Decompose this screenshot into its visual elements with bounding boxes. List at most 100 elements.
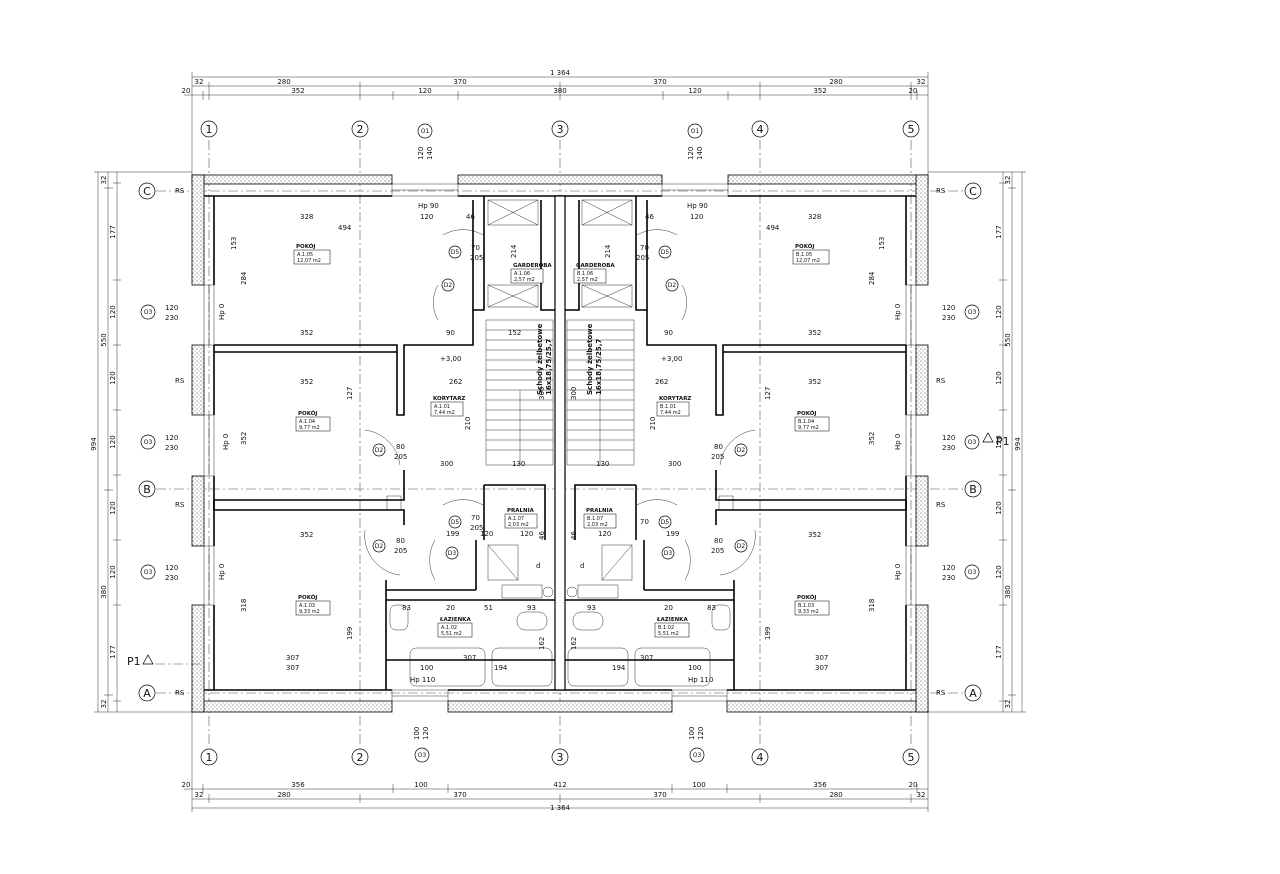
dim: 46 [538,531,546,540]
room-code: B.1.06 [577,271,593,277]
room-name: ŁAZIENKA [656,617,688,623]
axis-label-3: 3 [557,123,564,136]
room-name: PRALNIA [586,508,614,514]
dim: 130 [596,460,609,468]
room-area: 7,44 m2 [660,410,681,416]
axis-label-4: 4 [757,751,764,764]
sill-height-label: Hp 0 [222,434,230,450]
section-label: P1 [996,435,1010,448]
dim: 80 [714,537,723,545]
dim: 177 [995,225,1003,238]
dim: 140 [426,147,434,160]
room-area: 2,57 m2 [577,277,598,283]
axis-label-b: B [143,483,151,496]
room-area: 12,07 m2 [796,258,820,264]
axis-markers-bottom: 1 2 3 4 5 [200,748,920,766]
dim: 230 [942,314,955,322]
dim: 70 [640,518,649,526]
axis-label-a: A [969,687,977,700]
axis-label-c: C [969,185,977,198]
door-tag: D2 [737,447,746,454]
dim: 120 [690,213,703,221]
window-tag: O3 [144,569,153,576]
window-tag: O1 [691,128,700,135]
dim: 100 [414,781,427,789]
room-area: 5,51 m2 [658,631,679,637]
room-area: 5,51 m2 [441,631,462,637]
room-area: 2,57 m2 [514,277,535,283]
dim: 127 [764,387,772,400]
dim: 280 [277,78,290,86]
dim: 20 [182,87,191,95]
stair-steps-right [567,329,634,451]
dim: 93 [587,604,596,612]
room-code: A.1.01 [434,404,450,410]
room-area: 9,33 m2 [299,609,320,615]
dim: 412 [553,781,566,789]
rs-label: RS [175,689,185,697]
dim: 494 [338,224,352,232]
room-area: 2,03 m2 [587,522,608,528]
dim: 32 [100,176,108,185]
dim: 70 [471,514,480,522]
stairs-title-left: Schody żelbetowe [536,323,544,395]
room-area: 9,33 m2 [798,609,819,615]
window-tags: O1 120 140 O1 120 140 O3 100 120 O3 100 … [140,123,980,763]
sill-height-label: Hp 110 [688,676,713,684]
sill-height-label: Hp 0 [894,434,902,450]
door-tag: D5 [661,519,670,526]
dim: 120 [995,565,1003,578]
dim: 494 [766,224,780,232]
room-area: 9,77 m2 [299,425,320,431]
dim: 162 [538,637,546,650]
axis-label-c: C [143,185,151,198]
axis-label-3: 3 [557,751,564,764]
dim: 32 [195,791,204,799]
dim: 51 [484,604,493,612]
dim: 20 [182,781,191,789]
room-code: A.1.02 [441,625,457,631]
room-code: A.1.03 [299,603,315,609]
door-tag: D3 [448,550,457,557]
dim: 120 [420,213,433,221]
dim: 370 [453,78,466,86]
rs-label: RS [175,187,185,195]
dim: 994 [90,437,98,451]
dim: 380 [1004,585,1012,598]
sill-height-label: Hp 90 [687,202,708,210]
dim: 100 [692,781,705,789]
door-tag: D2 [375,447,384,454]
dim: 120 [480,530,493,538]
dim: 370 [453,791,466,799]
dim: 380 [553,87,566,95]
dim: 380 [100,585,108,598]
top-dimensions: 1 364 32 280 370 370 280 32 20 352 120 3… [182,69,929,175]
dim: 318 [240,599,248,612]
window-tag: O3 [418,752,427,759]
dim: 90 [664,329,673,337]
room-code: B.1.01 [660,404,676,410]
dim: 352 [808,329,821,337]
dim: 83 [707,604,716,612]
axis-label-1: 1 [206,123,213,136]
drain-label: d [580,562,584,570]
dim: 153 [230,237,238,250]
dim: 120 [995,371,1003,384]
room-code: B.1.05 [796,252,812,258]
door-tag: D5 [661,249,670,256]
dim: 120 [165,564,178,572]
dim: 307 [640,654,653,662]
dim: 230 [942,444,955,452]
dim: 352 [808,531,821,539]
misc-labels: Hp 90 Hp 90 Hp 110 Hp 110 Hp 0 Hp 0 Hp 0… [127,187,1010,697]
axis-label-b: B [969,483,977,496]
dim: 214 [510,244,518,258]
dim: 300 [440,460,453,468]
room-code: A.1.04 [299,419,315,425]
dim: 199 [446,530,459,538]
